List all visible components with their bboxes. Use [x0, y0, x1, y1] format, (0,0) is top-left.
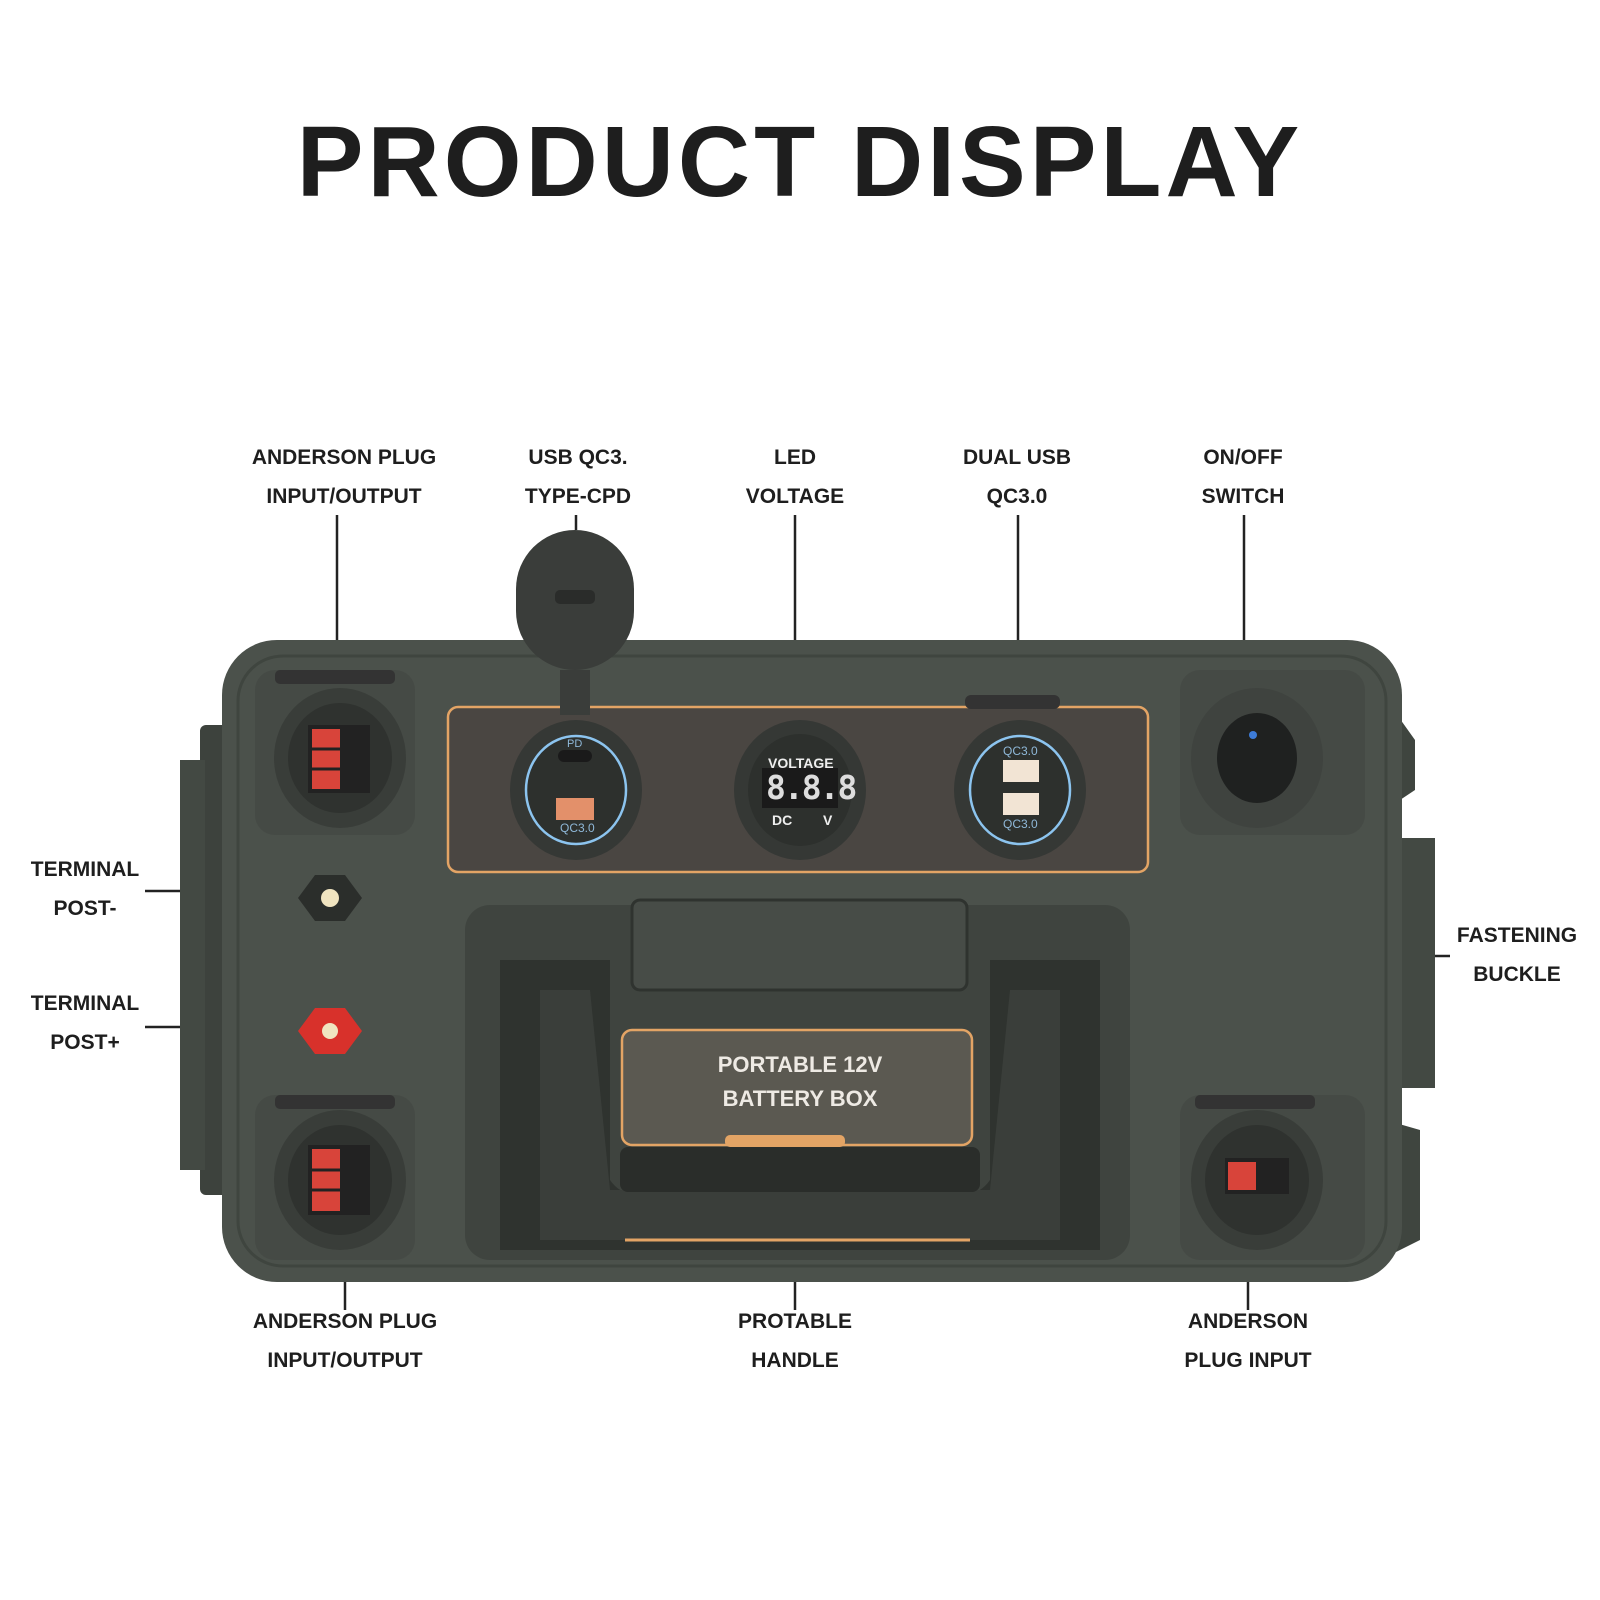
callout-usb-qc3-typec: USB QC3.TYPE-CPD	[524, 446, 632, 508]
page-title: PRODUCT DISPLAY	[296, 106, 1304, 218]
anderson-port-top-left[interactable]	[274, 670, 406, 828]
carry-handle[interactable]	[465, 898, 1130, 1260]
usb-qc3-typec-socket[interactable]	[510, 720, 642, 860]
dual-usb-bottom-label: QC3.0	[1003, 817, 1038, 831]
anderson-port-bottom-left[interactable]	[274, 1095, 406, 1250]
led-voltmeter	[734, 720, 866, 860]
anderson-port-bottom-right[interactable]	[1191, 1095, 1323, 1250]
usb-a-label: QC3.0	[560, 821, 595, 835]
left-side-rib	[180, 760, 205, 1170]
usb-c-label: PD	[567, 738, 583, 750]
voltmeter-reading: 8.8.8	[766, 768, 857, 807]
voltmeter-dc: DC	[772, 812, 793, 828]
box-label-line1: PORTABLE 12V	[717, 1052, 883, 1077]
box-label-line2: BATTERY BOX	[722, 1086, 878, 1111]
voltmeter-title: VOLTAGE	[768, 755, 834, 771]
on-off-switch[interactable]	[1191, 688, 1323, 828]
dual-usb-socket[interactable]	[954, 695, 1086, 860]
dual-usb-top-label: QC3.0	[1003, 744, 1038, 758]
voltmeter-unit: V	[823, 812, 833, 828]
